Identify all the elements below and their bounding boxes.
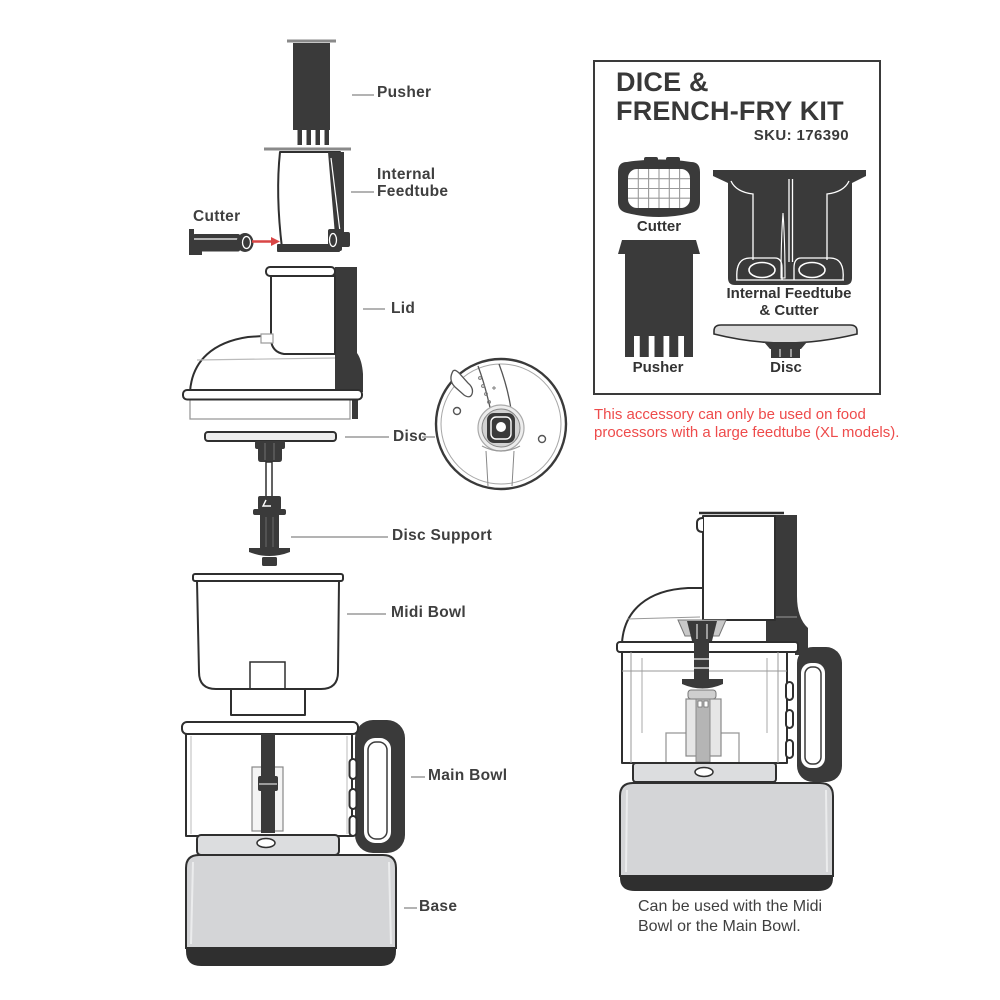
disc-illustration [204, 431, 337, 462]
leader-lines [291, 94, 435, 909]
pusher-illustration [287, 39, 336, 145]
lid-illustration [182, 266, 363, 420]
insert-arrow-icon [252, 237, 280, 246]
kit-label-disc: Disc [770, 359, 802, 376]
assembled-caption: Can be used with the Midi Bowl or the Ma… [638, 898, 823, 935]
kit-title: DICE & FRENCH-FRY KIT [616, 67, 844, 126]
kit-pusher-icon [618, 240, 700, 357]
assembled-processor-illustration [616, 511, 842, 891]
label-lid: Lid [391, 300, 416, 317]
main-bowl-illustration [181, 720, 405, 856]
kit-sku: SKU: 176390 [753, 127, 849, 144]
kit-label-cutter: Cutter [636, 218, 682, 235]
cutter-illustration [189, 229, 254, 255]
kit-label-pusher: Pusher [632, 359, 684, 376]
kit-label-feedtube: Internal Feedtube & Cutter [726, 285, 852, 319]
kit-disc-icon [713, 324, 858, 358]
label-midi-bowl: Midi Bowl [391, 604, 467, 621]
internal-feedtube-illustration [264, 147, 351, 252]
kit-panel [593, 60, 881, 395]
label-pusher: Pusher [377, 84, 432, 101]
midi-bowl-illustration [192, 573, 344, 716]
kit-cutter-icon [618, 157, 700, 217]
label-base: Base [419, 898, 458, 915]
label-main-bowl: Main Bowl [428, 767, 508, 784]
label-disc: Disc [393, 428, 427, 445]
compatibility-note: This accessory can only be used on food … [594, 406, 900, 441]
disc-support-illustration [249, 496, 290, 566]
kit-feedtube-icon [713, 170, 866, 285]
label-internal-feedtube: Internal Feedtube [377, 166, 449, 200]
drive-shaft-rod [265, 461, 273, 498]
label-cutter: Cutter [193, 208, 241, 225]
base-illustration [185, 854, 397, 966]
disc-top-view-illustration [434, 357, 568, 491]
label-disc-support: Disc Support [392, 527, 493, 544]
